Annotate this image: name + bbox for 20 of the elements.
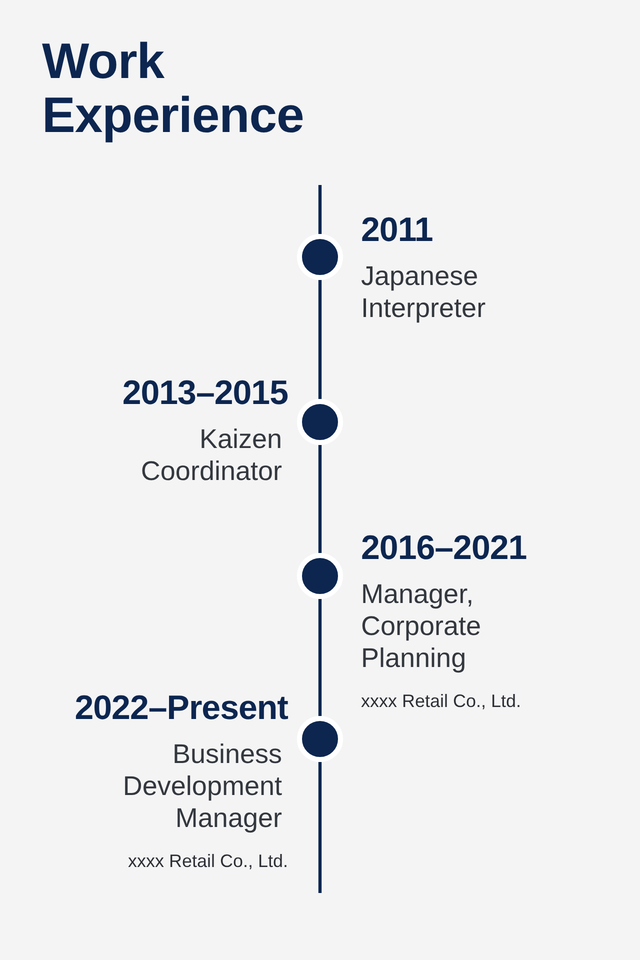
timeline-line	[318, 185, 322, 234]
year-label: 2013–2015	[122, 373, 288, 413]
timeline-line	[318, 762, 322, 893]
year-label: 2011	[361, 210, 433, 250]
year-label: 2022–Present	[74, 688, 288, 728]
company-name: xxxx Retail Co., Ltd.	[128, 850, 288, 872]
timeline-dot	[297, 399, 343, 445]
timeline-line	[318, 280, 322, 399]
timeline-line	[318, 445, 322, 553]
year-label: 2016–2021	[361, 528, 527, 568]
timeline-line	[318, 599, 322, 716]
title: Work Experience	[42, 34, 304, 142]
timeline-dot	[297, 553, 343, 599]
job-title: Japanese Interpreter	[361, 260, 486, 324]
timeline-dot	[297, 234, 343, 280]
job-title: Manager, Corporate Planning	[361, 578, 482, 674]
job-title: Kaizen Coordinator	[140, 423, 282, 487]
company-name: xxxx Retail Co., Ltd.	[361, 690, 522, 712]
job-title: Business Development Manager	[122, 738, 282, 834]
timeline-dot	[297, 716, 343, 762]
